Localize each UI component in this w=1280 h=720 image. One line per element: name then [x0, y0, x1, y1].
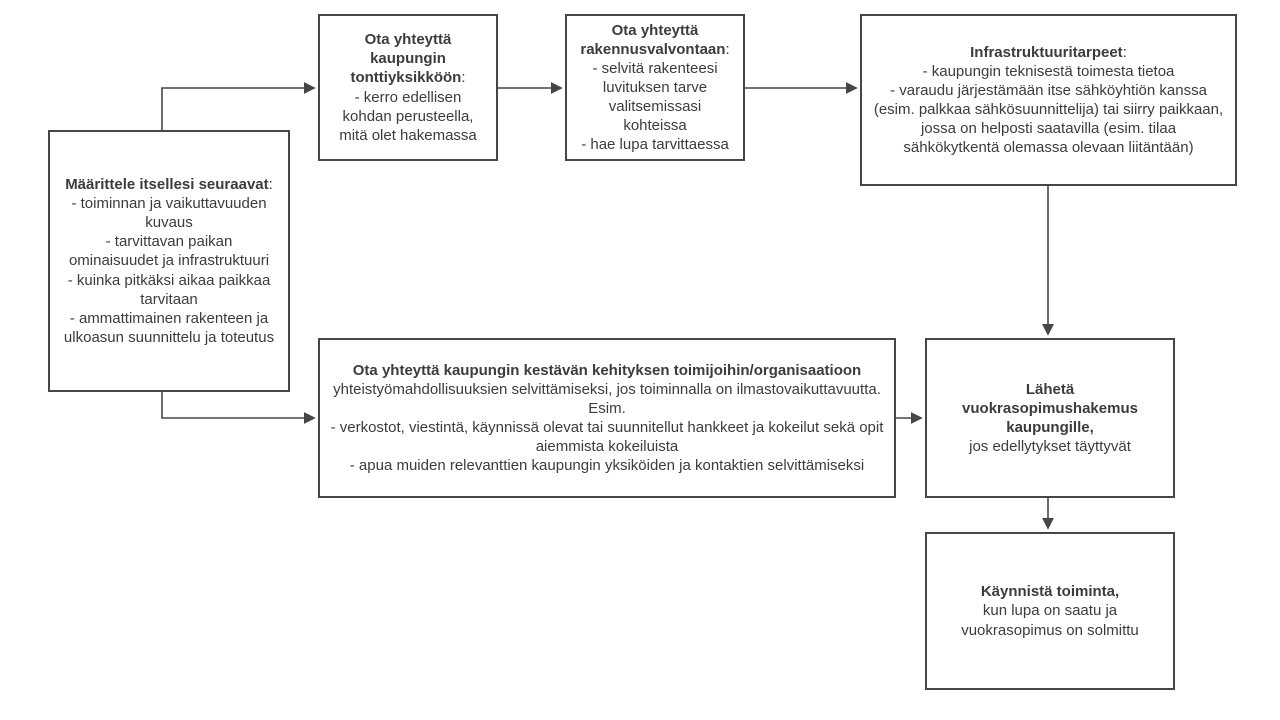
flow-box-contact-plot-unit: Ota yhteyttä kaupungin tonttiyksikköön: …: [318, 14, 498, 161]
box-heading: Määrittele itsellesi seuraavat:: [60, 175, 278, 194]
flow-box-contact-building-control: Ota yhteyttä rakennusvalvontaan: - selvi…: [565, 14, 745, 161]
box-body: - verkostot, viestintä, käynnissä olevat…: [330, 419, 884, 475]
box-body: - kaupungin teknisestä toimesta tietoa -…: [873, 62, 1224, 157]
box-heading: Lähetä vuokrasopimushakemus kaupungille,: [937, 380, 1163, 437]
box-body: jos edellytykset täyttyvät: [969, 438, 1131, 456]
flow-box-send-lease-application: Lähetä vuokrasopimushakemus kaupungille,…: [925, 338, 1175, 498]
box-title-suffix: yhteistyömahdollisuuksien selvittämiseks…: [333, 380, 881, 417]
box-title-suffix: :: [725, 40, 730, 58]
box-heading: Käynnistä toiminta,: [937, 582, 1163, 601]
box-title: Määrittele itsellesi seuraavat: [65, 176, 269, 194]
box-title: Ota yhteyttä kaupungin tonttiyksikköön: [350, 31, 462, 87]
box-title: Lähetä vuokrasopimushakemus kaupungille,: [962, 380, 1138, 436]
box-title: Käynnistä toiminta,: [980, 583, 1120, 601]
box-title: Ota yhteyttä rakennusvalvontaan: [580, 21, 726, 58]
box-title-suffix: :: [1122, 43, 1127, 61]
box-body: - toiminnan ja vaikuttavuuden kuvaus - t…: [63, 195, 275, 346]
box-body: - kerro edellisen kohdan perusteella, mi…: [339, 88, 477, 144]
arrow-define-to-tontti: [161, 82, 316, 130]
box-heading: Infrastruktuuritarpeet:: [872, 43, 1225, 62]
box-title-suffix: :: [461, 69, 466, 87]
flow-box-infrastructure-needs: Infrastruktuuritarpeet: - kaupungin tekn…: [860, 14, 1237, 186]
box-title-suffix: :: [268, 176, 273, 194]
box-title: Infrastruktuuritarpeet: [970, 43, 1123, 61]
flow-box-define-needs: Määrittele itsellesi seuraavat: - toimin…: [48, 130, 290, 392]
flow-box-contact-sustainability-unit: Ota yhteyttä kaupungin kestävän kehityks…: [318, 338, 896, 498]
box-title: Ota yhteyttä kaupungin kestävän kehityks…: [352, 361, 862, 379]
box-body: - selvitä rakenteesi luvituksen tarve va…: [581, 59, 729, 154]
box-heading: Ota yhteyttä kaupungin tonttiyksikköön:: [330, 30, 486, 87]
box-body: kun lupa on saatu ja vuokrasopimus on so…: [961, 602, 1139, 639]
box-heading: Ota yhteyttä kaupungin kestävän kehityks…: [330, 361, 884, 418]
box-heading: Ota yhteyttä rakennusvalvontaan:: [577, 21, 733, 59]
flow-box-start-activity: Käynnistä toiminta, kun lupa on saatu ja…: [925, 532, 1175, 690]
arrow-define-to-kestava: [161, 392, 316, 424]
